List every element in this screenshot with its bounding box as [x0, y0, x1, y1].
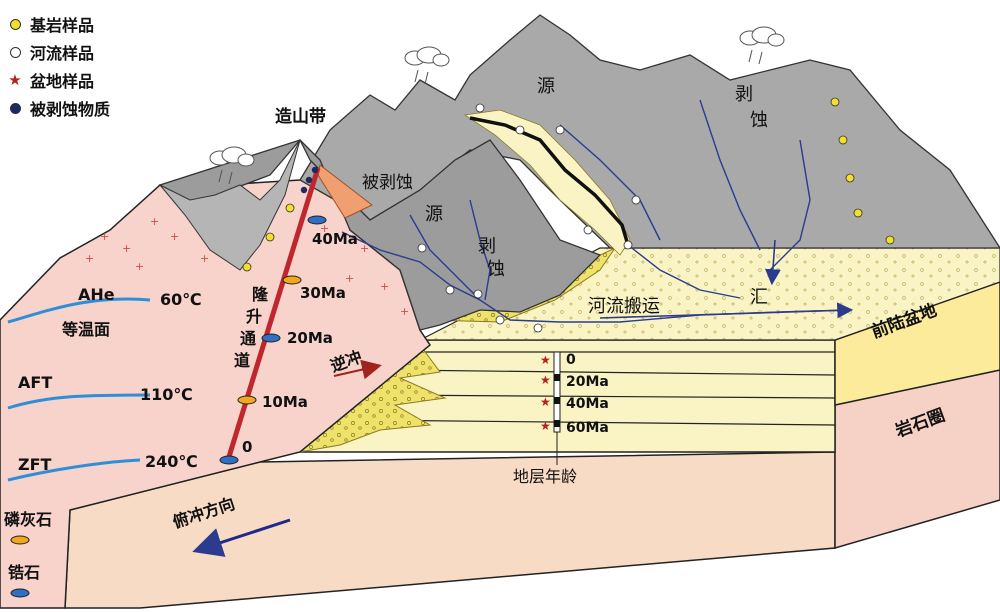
label-eroded: 被剥蚀	[362, 173, 413, 193]
svg-text:+: +	[360, 242, 369, 255]
mountain-front	[158, 139, 602, 331]
legend-bedrock-sample: 基岩样品	[6, 10, 110, 38]
svg-text:+: +	[170, 230, 179, 243]
svg-text:+: +	[200, 252, 209, 265]
channel-age-20: 20Ma	[287, 329, 333, 347]
bedrock-samples	[242, 97, 895, 272]
mountain-range-back	[299, 14, 1000, 249]
svg-text:★: ★	[540, 373, 551, 387]
svg-text:★: ★	[540, 353, 551, 367]
uplift-char-2: 升	[246, 307, 262, 326]
svg-text:★: ★	[540, 395, 551, 409]
basin-samples: ★ ★ ★ ★	[540, 353, 551, 433]
legend-label: 基岩样品	[30, 16, 95, 35]
label-aft: AFT	[18, 373, 52, 392]
svg-text:+: +	[320, 222, 329, 235]
label-strip-mid: 剥	[478, 236, 496, 257]
label-strata-age: 地层年龄	[513, 467, 577, 486]
label-isotherm: 等温面	[61, 320, 110, 339]
sink-arrow	[764, 239, 781, 286]
legend-label: 盆地样品	[30, 72, 95, 91]
uplift-char-3: 通	[240, 329, 256, 348]
label-temp-110: 110℃	[140, 385, 193, 404]
svg-text:+: +	[85, 252, 94, 265]
label-temp-240: 240℃	[145, 452, 198, 471]
uplift-channel-label: 隆 升 通 道	[234, 285, 269, 370]
svg-text:+: +	[380, 280, 389, 293]
uplift-char-1: 隆	[252, 285, 269, 304]
svg-text:+: +	[100, 230, 109, 243]
label-river-transport: 河流搬运	[588, 296, 660, 317]
channel-age-30: 30Ma	[300, 284, 346, 302]
isotherms	[7, 297, 151, 482]
label-strip-mid2: 蚀	[487, 259, 505, 280]
label-ahe: AHe	[78, 285, 115, 304]
transport-arrow	[599, 302, 854, 319]
cloud-icons	[209, 26, 785, 167]
label-zft: ZFT	[18, 455, 52, 474]
thrust-arrow	[333, 359, 382, 380]
label-strip-top: 剥	[735, 84, 753, 105]
legend-river-sample: 河流样品	[6, 38, 110, 66]
strata-age-40: 40Ma	[566, 396, 609, 412]
apatite-symbol	[10, 535, 30, 545]
strata-age-60: 60Ma	[566, 420, 609, 436]
svg-text:+: +	[135, 260, 144, 273]
legend-basin-sample: ★ 盆地样品	[6, 66, 110, 94]
subduction-arrow	[192, 518, 291, 557]
label-sink: 汇	[750, 287, 768, 308]
eroded-material-samples	[300, 166, 319, 194]
svg-text:+: +	[400, 305, 409, 318]
strata-age-0: 0	[566, 352, 576, 368]
legend: 基岩样品 河流样品 ★ 盆地样品 被剥蚀物质	[6, 10, 110, 122]
legend-label: 河流样品	[30, 44, 95, 63]
legend-eroded-material: 被剥蚀物质	[6, 94, 110, 122]
svg-text:+: +	[122, 242, 131, 255]
zircon-symbol	[10, 588, 30, 598]
svg-text:+: +	[150, 215, 159, 228]
river-samples	[417, 103, 641, 333]
label-source-top: 源	[537, 76, 555, 97]
label-strip-top2: 蚀	[750, 110, 768, 131]
main-river	[469, 116, 630, 246]
label-temp-60: 60℃	[160, 290, 202, 309]
bedrock-sample-icon	[9, 18, 21, 30]
label-orogen: 造山带	[275, 106, 326, 127]
mountain-left-peak	[159, 139, 301, 271]
strata-age-20: 20Ma	[566, 374, 609, 390]
uplift-char-4: 道	[234, 351, 250, 370]
star-icon: ★	[8, 70, 22, 89]
label-zircon: 锆石	[8, 563, 40, 582]
eroded-material-icon	[9, 102, 21, 114]
river-sample-icon	[9, 46, 21, 58]
label-source-left: 源	[425, 204, 443, 225]
channel-markers	[219, 215, 327, 465]
svg-text:★: ★	[540, 419, 551, 433]
channel-age-0: 0	[242, 438, 252, 456]
channel-age-10: 10Ma	[262, 393, 308, 411]
label-apatite: 磷灰石	[4, 510, 52, 529]
uplift-channel	[225, 167, 321, 461]
channel-age-40: 40Ma	[312, 230, 358, 248]
legend-label: 被剥蚀物质	[30, 100, 111, 119]
svg-text:+: +	[345, 272, 354, 285]
